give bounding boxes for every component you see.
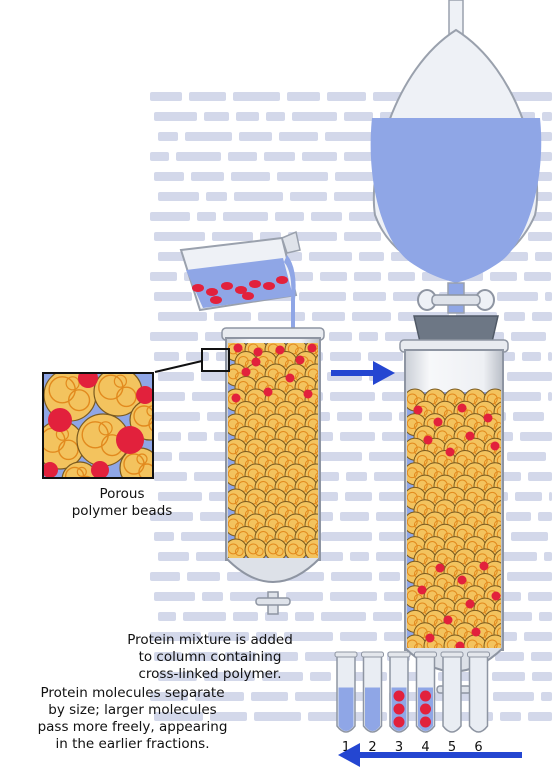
- protein-molecule: [426, 634, 435, 643]
- protein-molecule: [263, 282, 275, 290]
- fraction-tube-3: 3: [388, 652, 410, 755]
- fraction-tube-2: 2: [362, 652, 384, 755]
- protein-molecule: [304, 390, 313, 399]
- protein-molecule: [276, 276, 288, 284]
- protein-molecule: [444, 616, 453, 625]
- mixture-caption: Protein mixture is added to column conta…: [105, 632, 315, 683]
- protein-molecule: [210, 296, 222, 304]
- bead-inset: [36, 368, 170, 498]
- zoom-region: [202, 349, 229, 371]
- protein-molecule: [91, 461, 109, 479]
- elution-arrow: [338, 743, 522, 767]
- protein-molecule: [221, 282, 233, 290]
- beads-caption-line-1: Porous: [52, 486, 192, 503]
- protein-molecule: [206, 288, 218, 296]
- fraction-tube-6: 6: [468, 652, 490, 755]
- protein-molecule: [466, 432, 475, 441]
- separatory-funnel: [371, 0, 542, 390]
- protein-molecule: [458, 576, 467, 585]
- mixture-caption-line-1: Protein mixture is added: [105, 632, 315, 649]
- protein-molecule: [434, 418, 443, 427]
- protein-molecule: [484, 414, 493, 423]
- protein-molecule: [414, 406, 423, 415]
- protein-molecule: [418, 586, 427, 595]
- protein-molecule: [492, 592, 501, 601]
- separation-caption-line-3: pass more freely, appearing: [10, 719, 255, 736]
- pouring-beaker: [181, 232, 300, 310]
- protein-molecule: [436, 564, 445, 573]
- beads-caption: Porous polymer beads: [52, 486, 192, 520]
- protein-molecule: [242, 368, 251, 377]
- fraction-tube-4: 4: [415, 652, 437, 755]
- mixture-caption-line-2: to column containing: [105, 649, 315, 666]
- protein-molecule: [480, 562, 489, 571]
- fraction-liquid: [365, 688, 380, 732]
- protein-molecule: [234, 344, 243, 353]
- protein-molecule: [420, 704, 431, 715]
- transfer-arrow: [331, 361, 395, 385]
- separation-caption-line-4: in the earlier fractions.: [10, 736, 255, 753]
- protein-molecule: [446, 448, 455, 457]
- protein-molecule: [394, 717, 405, 728]
- protein-molecule: [296, 356, 305, 365]
- beads-caption-line-2: polymer beads: [52, 503, 192, 520]
- protein-molecule: [308, 344, 317, 353]
- protein-molecule: [264, 388, 273, 397]
- separation-caption-line-1: Protein molecules separate: [10, 685, 255, 702]
- fraction-tube-1: 1: [335, 652, 357, 755]
- protein-molecule: [252, 358, 261, 367]
- protein-molecule: [192, 284, 204, 292]
- protein-molecule: [116, 426, 144, 454]
- fraction-tube-5: 5: [441, 652, 463, 755]
- protein-molecule: [420, 691, 431, 702]
- stopcock-a: [256, 598, 290, 605]
- protein-molecule: [420, 717, 431, 728]
- protein-molecule: [232, 394, 241, 403]
- protein-molecule: [242, 292, 254, 300]
- protein-molecule: [276, 346, 285, 355]
- protein-molecule: [42, 462, 58, 478]
- protein-molecule: [249, 280, 261, 288]
- protein-molecule: [466, 600, 475, 609]
- protein-molecule: [394, 704, 405, 715]
- separation-caption-line-2: by size; larger molecules: [10, 702, 255, 719]
- fraction-liquid: [339, 688, 354, 732]
- protein-molecule: [254, 348, 263, 357]
- rubber-stopper: [414, 316, 498, 342]
- column-a: [222, 328, 337, 614]
- protein-molecule: [136, 386, 154, 404]
- mixture-caption-line-3: cross-linked polymer.: [105, 666, 315, 683]
- protein-molecule: [286, 374, 295, 383]
- protein-molecule: [472, 628, 481, 637]
- separation-caption: Protein molecules separate by size; larg…: [10, 685, 255, 753]
- protein-molecule: [491, 442, 500, 451]
- protein-molecule: [424, 436, 433, 445]
- protein-molecule: [394, 691, 405, 702]
- protein-molecule: [458, 404, 467, 413]
- protein-molecule: [78, 368, 98, 388]
- column-b-beads: [404, 389, 516, 657]
- protein-molecule: [48, 408, 72, 432]
